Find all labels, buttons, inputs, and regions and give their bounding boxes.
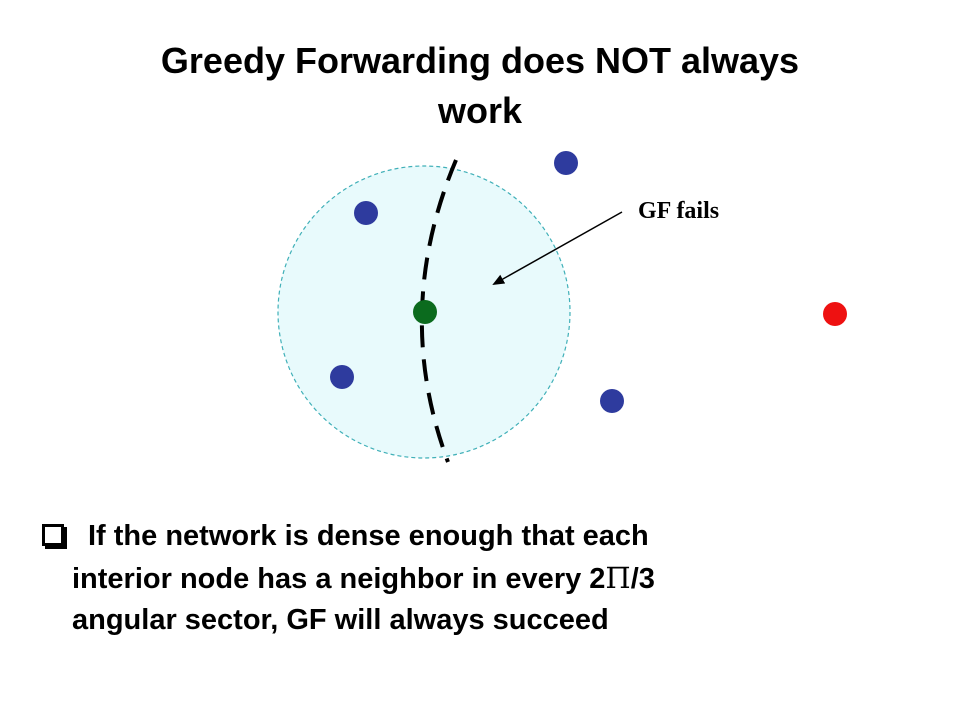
bullet-line-1: If the network is dense enough that each [88, 520, 649, 552]
title-line-2: work [437, 90, 523, 131]
slide-title: Greedy Forwarding does NOT always work [40, 36, 920, 136]
gf-fails-arrow [492, 211, 623, 285]
neighbor-node [330, 365, 354, 389]
neighbor-node [600, 389, 624, 413]
bullet-line-3: angular sector, GF will always succeed [72, 604, 609, 636]
gf-fails-label: GF fails [638, 198, 720, 224]
bullet-box-icon [42, 524, 64, 546]
bullet-line-2-text: interior node has a neighbor in every 2 [72, 563, 606, 595]
neighbor-node [554, 151, 578, 175]
title-line-1: Greedy Forwarding does NOT always [160, 40, 800, 81]
destination-node [823, 302, 847, 326]
neighbor-node [354, 201, 378, 225]
pi-symbol: Π [605, 561, 631, 595]
bullet-line-2-fraction: /3 [630, 563, 655, 595]
source-node [413, 300, 437, 324]
bullet-line-2: interior node has a neighbor in every 2Π… [72, 558, 655, 599]
